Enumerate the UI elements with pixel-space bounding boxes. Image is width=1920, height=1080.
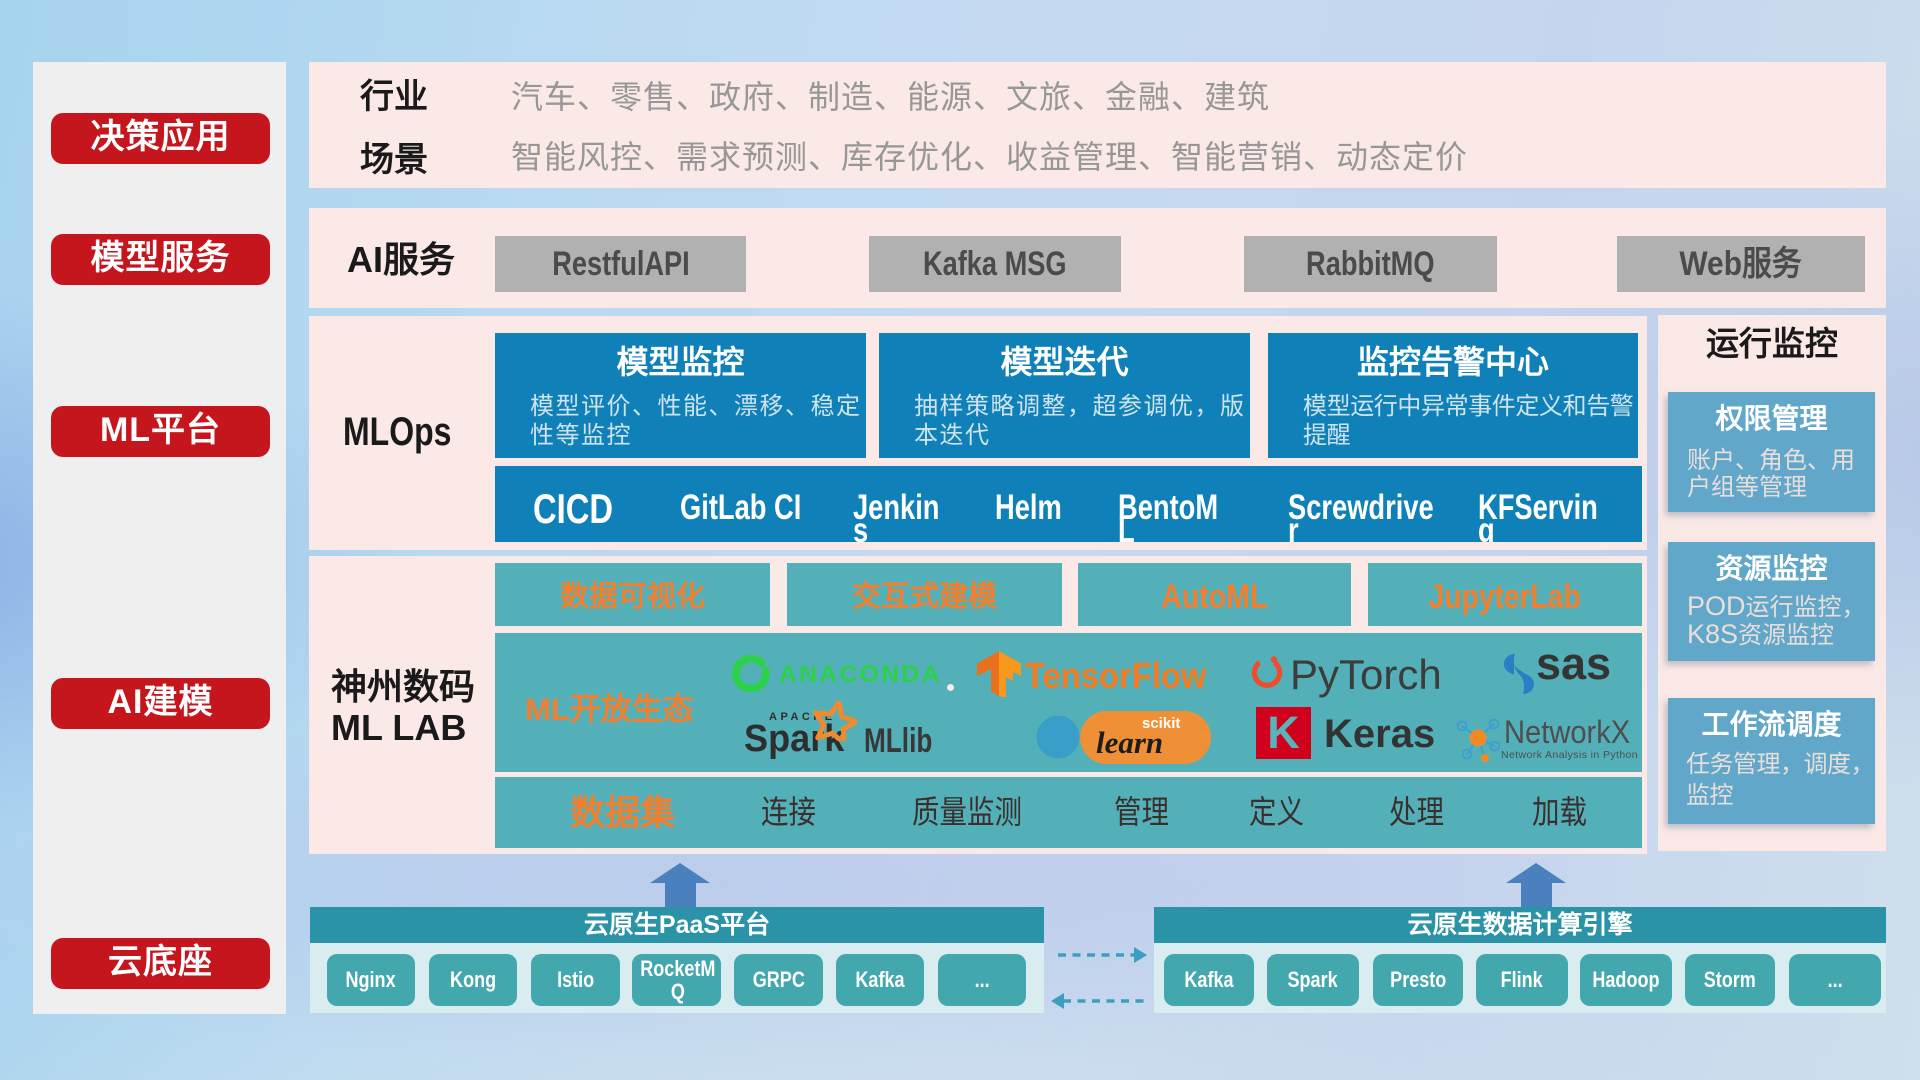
svg-text:learn: learn bbox=[1096, 725, 1163, 760]
svg-text:scikit: scikit bbox=[1142, 715, 1180, 732]
